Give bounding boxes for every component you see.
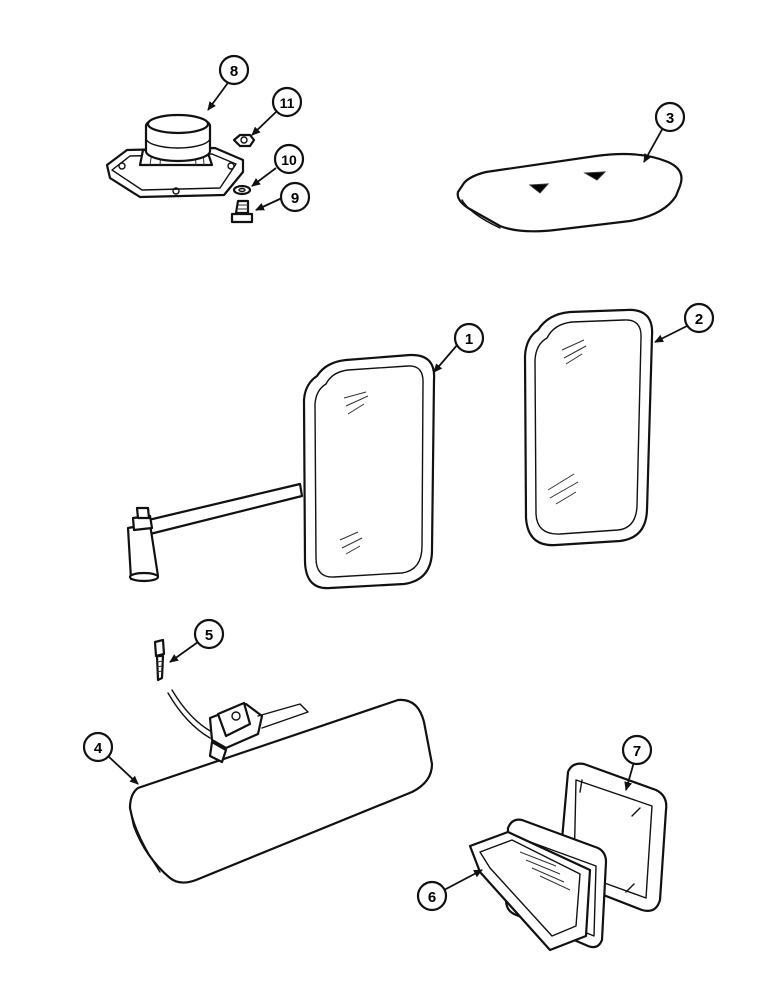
callout-3-label: 3 <box>666 110 674 127</box>
mirror-part <box>523 308 654 547</box>
callout-2: 2 <box>654 302 715 343</box>
callout-11: 11 <box>251 86 303 136</box>
storage-tray-part <box>468 818 608 952</box>
callout-4-label: 4 <box>94 740 103 757</box>
callout-5: 5 <box>169 618 225 663</box>
callout-11-label: 11 <box>280 95 295 111</box>
callout-4: 4 <box>82 731 139 785</box>
speaker-part <box>105 113 245 199</box>
callout-8: 8 <box>207 54 250 111</box>
callout-7: 7 <box>621 734 653 791</box>
screw-part <box>153 638 166 682</box>
bolt-part <box>230 199 254 224</box>
nut-part <box>232 133 256 148</box>
callout-6-label: 6 <box>428 889 436 906</box>
callout-6: 6 <box>416 869 483 912</box>
callout-9: 9 <box>255 181 311 213</box>
mirror-glass-part <box>456 152 683 233</box>
callout-1-label: 1 <box>465 331 473 348</box>
callout-7-label: 7 <box>633 743 641 760</box>
callout-1: 1 <box>433 322 485 373</box>
sun-visor-part <box>128 689 434 884</box>
callout-5-label: 5 <box>205 627 213 644</box>
callout-2-label: 2 <box>695 311 703 328</box>
washer-part <box>232 184 252 196</box>
callout-10: 10 <box>251 143 305 187</box>
callout-3: 3 <box>643 101 686 163</box>
callout-10-label: 10 <box>281 152 297 168</box>
mirror-with-arm-part <box>126 353 436 590</box>
callout-8-label: 8 <box>230 63 238 80</box>
callout-9-label: 9 <box>291 190 299 207</box>
